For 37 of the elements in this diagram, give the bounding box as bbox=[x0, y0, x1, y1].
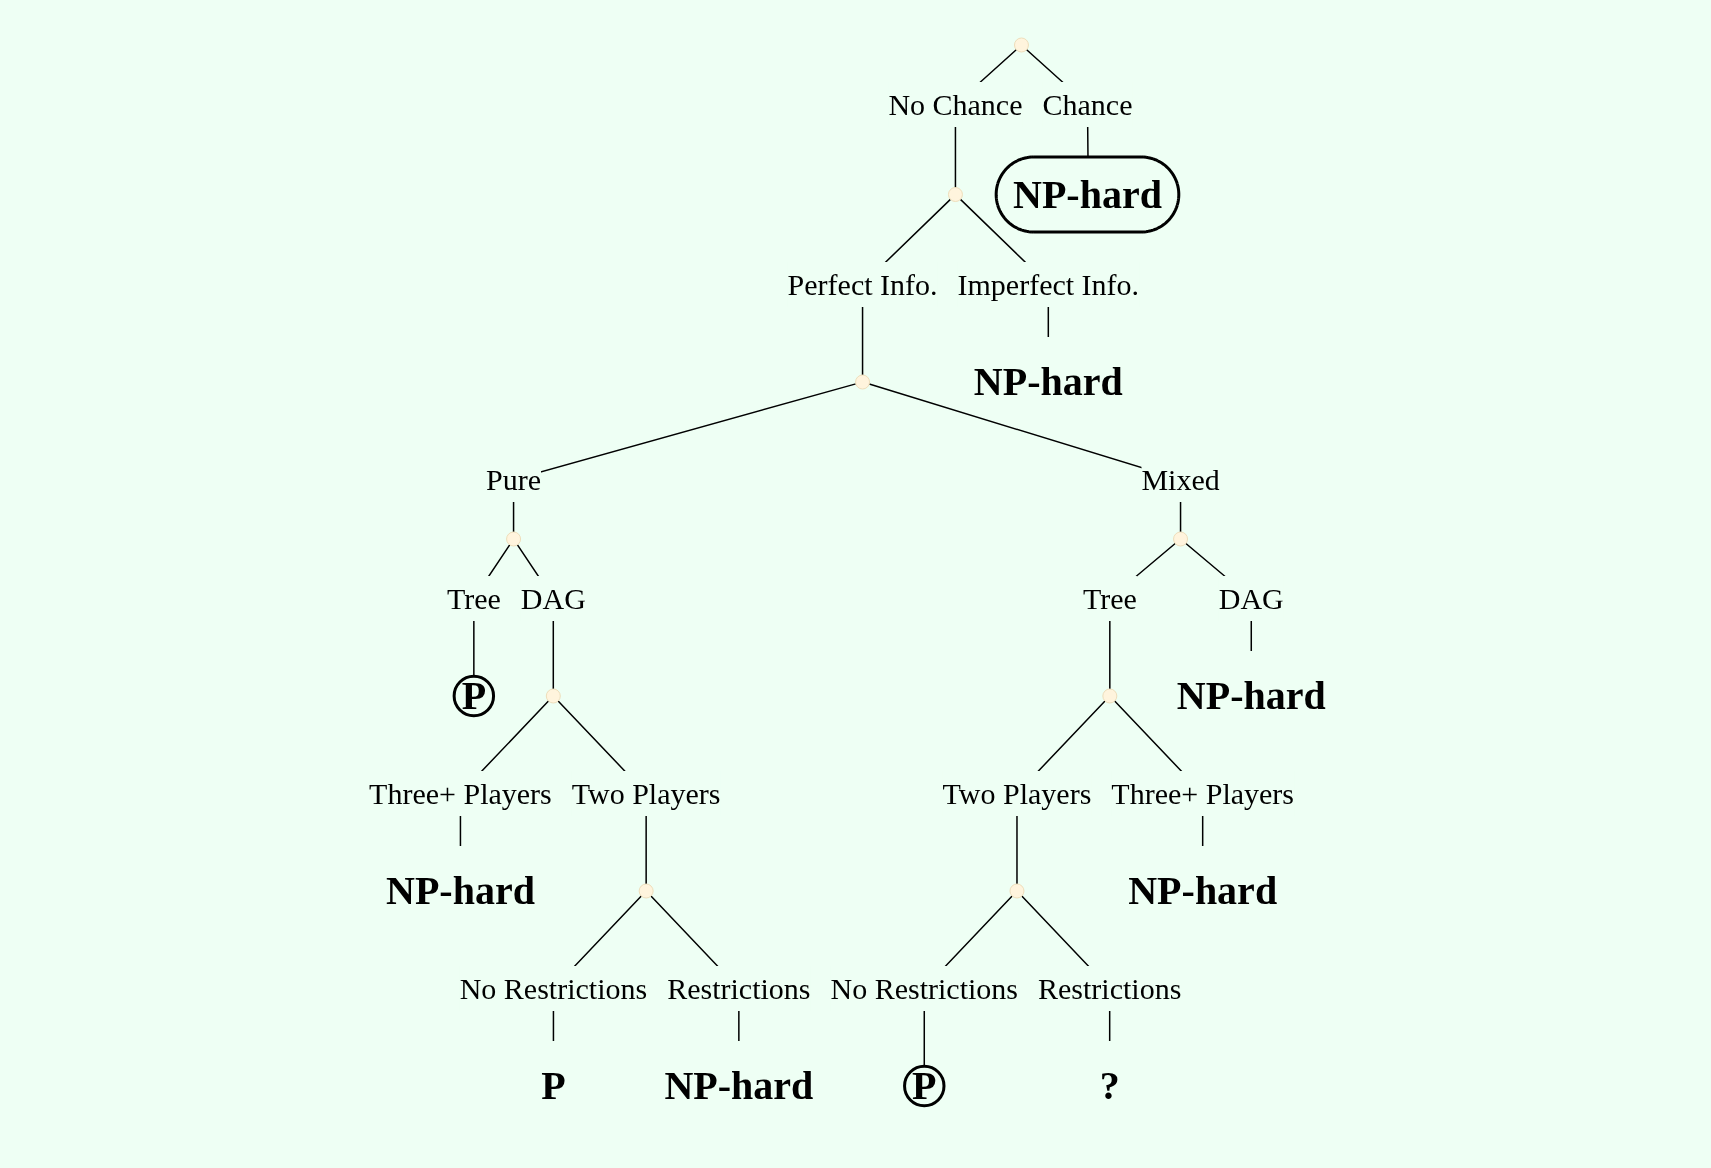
node-point bbox=[854, 374, 870, 389]
node-text: P bbox=[540, 1062, 566, 1108]
edge-label: Restrictions bbox=[666, 971, 811, 1005]
edge-label: Pure bbox=[485, 462, 541, 496]
node-point bbox=[505, 531, 521, 546]
edge-label: DAG bbox=[520, 581, 586, 615]
node-point bbox=[1009, 883, 1025, 898]
node-text: ? bbox=[1099, 1062, 1120, 1108]
node-text: NP-hard bbox=[1176, 672, 1326, 718]
edge-label: Three+ Players bbox=[368, 776, 552, 810]
edge-label: Two Players bbox=[571, 776, 721, 810]
node-point bbox=[1101, 688, 1117, 703]
edge-label: No Chance bbox=[888, 87, 1023, 121]
edge-label: Two Players bbox=[942, 776, 1091, 810]
edge-label: Perfect Info. bbox=[787, 267, 938, 301]
node-circle: P bbox=[902, 1064, 946, 1107]
node-text: NP-hard bbox=[385, 867, 535, 913]
node-text: NP-hard bbox=[1012, 171, 1162, 216]
edge-label: No Restrictions bbox=[459, 971, 647, 1005]
edge-label: Chance bbox=[1042, 87, 1133, 121]
edge-label: DAG bbox=[1218, 581, 1284, 615]
edge-label: Tree bbox=[446, 581, 501, 615]
node-point bbox=[1172, 531, 1188, 546]
node-point bbox=[947, 186, 963, 202]
edge-label: Imperfect Info. bbox=[957, 267, 1139, 301]
node-circle: P bbox=[452, 674, 495, 717]
edge-label: Mixed bbox=[1141, 462, 1220, 496]
node-point bbox=[1013, 37, 1029, 52]
node-text: NP-hard bbox=[973, 358, 1123, 404]
node-text: NP-hard bbox=[664, 1062, 813, 1108]
edge-label: Restrictions bbox=[1037, 971, 1181, 1005]
node-point bbox=[638, 883, 654, 898]
edge-label: Tree bbox=[1082, 581, 1137, 615]
node-text: NP-hard bbox=[1127, 867, 1277, 913]
edge-label: Three+ Players bbox=[1110, 776, 1294, 810]
edge-label: No Restrictions bbox=[830, 971, 1018, 1005]
node-point bbox=[545, 688, 561, 703]
